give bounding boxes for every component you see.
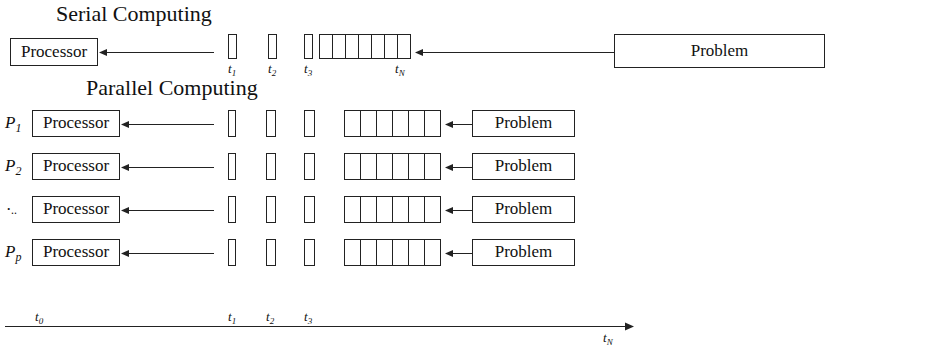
problem-box: Problem — [614, 34, 825, 68]
arrow-head — [415, 49, 423, 56]
arrow-line — [126, 253, 472, 254]
time-axis — [5, 323, 634, 331]
processor-box: Processor — [10, 38, 98, 66]
flow-arrow — [121, 164, 472, 171]
processor-box: Processor — [32, 153, 120, 180]
arrow-head — [121, 164, 129, 171]
bar-row — [229, 154, 441, 180]
time-step: t3 — [304, 62, 312, 79]
arrow-line — [104, 52, 614, 53]
processor-id: P2 — [5, 157, 21, 178]
box-label: Processor — [21, 43, 87, 62]
arrow-head — [121, 250, 129, 257]
box-label: Problem — [495, 157, 553, 176]
processor-box: Processor — [32, 239, 120, 266]
problem-box: Problem — [472, 239, 575, 266]
time-step: t3 — [304, 310, 312, 327]
time-step: tN — [395, 62, 405, 79]
bar-row — [229, 111, 441, 137]
processor-id: Pp — [5, 243, 21, 264]
box-label: Problem — [495, 114, 553, 133]
problem-box: Problem — [472, 196, 575, 223]
time-step: t0 — [35, 310, 43, 327]
processor-id: ... — [7, 196, 17, 217]
arrow-line — [126, 167, 472, 168]
serial-bars — [229, 35, 411, 59]
box-label: Processor — [43, 243, 109, 262]
flow-arrow — [121, 121, 472, 128]
arrow-head — [121, 207, 129, 214]
section-heading: Parallel Computing — [86, 76, 258, 100]
time-step: t1 — [228, 310, 236, 327]
processor-box: Processor — [32, 110, 120, 137]
bar-row — [229, 240, 441, 266]
parallel-bars — [229, 111, 441, 266]
arrow-head — [445, 164, 453, 171]
arrow-line — [126, 124, 472, 125]
box-label: Processor — [43, 114, 109, 133]
bar-row — [229, 197, 441, 223]
arrow-head — [445, 250, 453, 257]
arrow-line — [126, 210, 472, 211]
flow-arrow — [121, 250, 472, 257]
processor-id: P1 — [5, 114, 21, 135]
arrow-head — [445, 121, 453, 128]
box-label: Problem — [691, 42, 749, 61]
arrow-head — [445, 207, 453, 214]
box-label: Problem — [495, 200, 553, 219]
arrow-head — [121, 121, 129, 128]
problem-box: Problem — [472, 110, 575, 137]
box-label: Problem — [495, 243, 553, 262]
time-step: t2 — [266, 310, 274, 327]
box-label: Processor — [43, 200, 109, 219]
time-step: t2 — [268, 62, 276, 79]
time-step: tN — [603, 331, 613, 348]
box-label: Processor — [43, 157, 109, 176]
arrow-head — [99, 49, 107, 56]
flow-arrow — [121, 207, 472, 214]
section-heading: Serial Computing — [56, 2, 212, 26]
flow-arrow — [99, 49, 614, 56]
processor-box: Processor — [32, 196, 120, 223]
problem-box: Problem — [472, 153, 575, 180]
